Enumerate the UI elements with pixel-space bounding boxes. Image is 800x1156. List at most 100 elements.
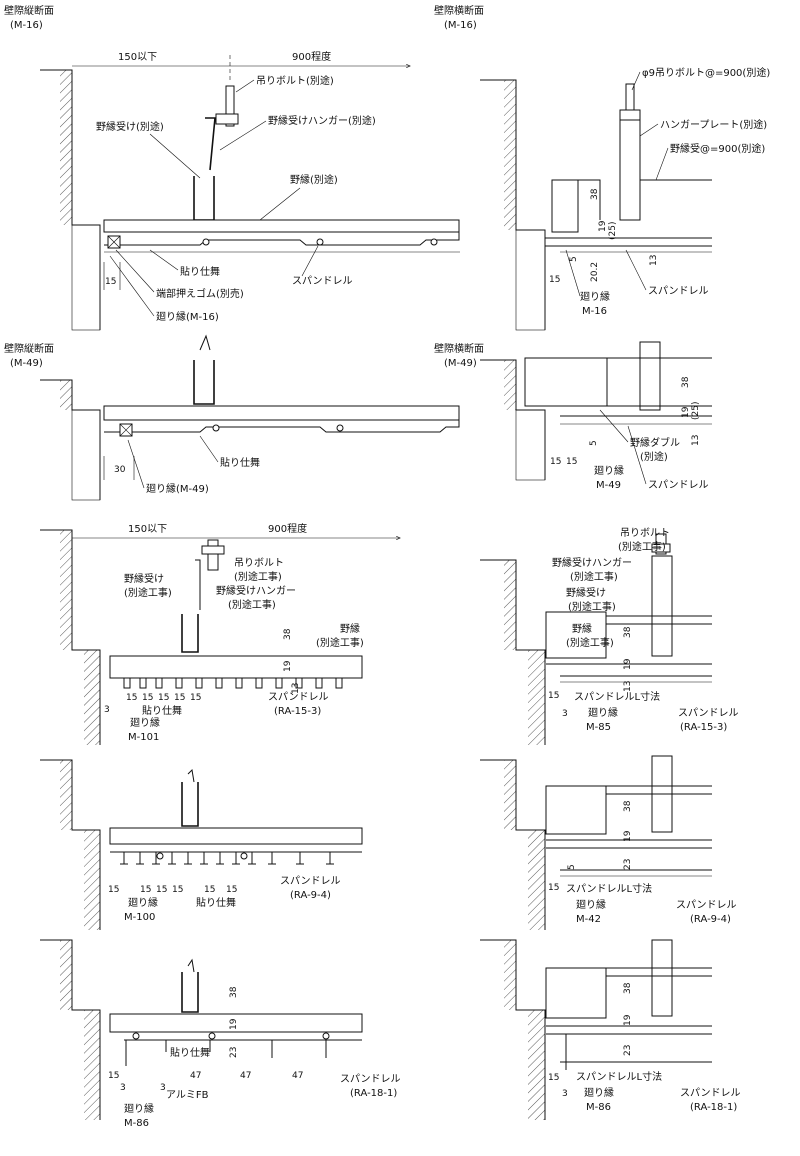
label-finish: 貼り仕舞 (196, 896, 236, 909)
furring-channel (181, 782, 199, 827)
spandrel-profile (104, 232, 460, 246)
dim-25: (25) (608, 222, 618, 240)
label-trim-code: M-86 (586, 1102, 611, 1113)
label-trim-code: M-101 (128, 732, 159, 743)
label-trim-code: M-42 (576, 914, 601, 925)
furring-channel (545, 785, 607, 835)
section-title: 壁際縦断面 (4, 342, 54, 355)
bolt-nut (619, 109, 641, 121)
label-spandrel-code: (RA-9-4) (690, 914, 731, 925)
dim-38: 38 (623, 982, 633, 994)
dim-13: 13 (649, 255, 659, 266)
leader-finish (149, 249, 179, 271)
dim-15: 15 (548, 883, 559, 893)
label-spandrel-code: (RA-15-3) (274, 706, 321, 717)
label-trim: 廻り縁(M-16) (156, 310, 219, 323)
dim-15: 15 (548, 691, 559, 701)
dim-15-3: 15 (156, 885, 167, 895)
label-bolt: 吊りボルト (620, 527, 670, 539)
label-double: 野縁ダブル (630, 436, 680, 449)
dim-15-4: 15 (172, 885, 183, 895)
section-title: 壁際横断面 (434, 342, 484, 355)
dim-20: 20.2 (590, 262, 600, 282)
label-trim: 廻り縁 (594, 464, 624, 477)
spandrel-profile (110, 677, 362, 689)
label-hanger: 野縁受けハンガー(別途) (268, 114, 376, 127)
label-spandrel: スパンドレル (268, 691, 329, 703)
spandrel-legs (125, 1040, 327, 1066)
label-trim: 廻り縁 (588, 706, 618, 719)
wall-hatch (60, 70, 72, 225)
leader-furring (259, 187, 301, 221)
dim-19: 19 (681, 406, 691, 418)
section-code: (M-16) (444, 20, 477, 31)
dim-23: 23 (623, 859, 633, 870)
section-code: (M-49) (10, 358, 43, 369)
label-spandrel-code: (RA-15-3) (680, 722, 727, 733)
dim-15: 15 (549, 275, 560, 285)
label-trim: 廻り縁 (580, 290, 610, 303)
dim-15: 15 (108, 1071, 119, 1081)
label-trim: 廻り縁 (124, 1102, 154, 1115)
label-spandrel: スパンドレル (340, 1073, 401, 1085)
dim-13: 13 (291, 683, 301, 694)
label-rubber: 端部押えゴム(別売) (156, 287, 244, 300)
screw-3 (430, 238, 438, 246)
dim-15-3: 15 (158, 693, 169, 703)
dim-15-1: 15 (126, 693, 137, 703)
label-spandrel: スパンドレル (292, 275, 353, 287)
furring-joist (109, 655, 363, 679)
dim-19: 19 (229, 1018, 239, 1030)
dim-23: 23 (229, 1047, 239, 1058)
screw-1 (202, 238, 210, 246)
label-alu: アルミFB (166, 1090, 209, 1101)
dim-15-2: 15 (142, 693, 153, 703)
label-bolt-note: (別途工事) (234, 570, 282, 583)
dim-15-2: 15 (140, 885, 151, 895)
dim-15-4: 15 (174, 693, 185, 703)
dim-15-5: 15 (204, 885, 215, 895)
label-furring: 野縁 (572, 622, 592, 635)
dim-19: 19 (623, 1014, 633, 1026)
dim-38: 38 (681, 376, 691, 388)
label-spandrel: スパンドレル (678, 707, 739, 719)
label-finish: 貼り仕舞 (170, 1046, 210, 1059)
screw-2 (316, 238, 324, 246)
label-trim-code: M-86 (124, 1118, 149, 1129)
label-double-note: (別途) (640, 450, 668, 463)
label-receiver: 野縁受け (124, 572, 164, 585)
dim-47-3: 47 (292, 1071, 303, 1081)
wall-finish (71, 224, 101, 331)
label-spandrel: スパンドレル (680, 1087, 741, 1099)
leader-trim (109, 255, 155, 317)
furring-joist (103, 219, 460, 233)
dim-13: 13 (623, 681, 633, 692)
label-plate: ハンガープレート(別途) (660, 118, 767, 131)
dim-3: 3 (104, 705, 110, 715)
label-spandrel: スパンドレル (648, 479, 709, 491)
section-9-longitudinal-m86: 38 19 23 貼り仕舞 15 3 3 47 47 47 アルミFB 廻り縁 … (40, 939, 401, 1129)
label-furring-note: (別途工事) (316, 636, 364, 649)
dim-900: 900程度 (292, 50, 331, 63)
dim-19: 19 (623, 830, 633, 842)
section-1-longitudinal-m16: 壁際縦断面 (M-16) 150以下 900程度 吊りボルト(別途) 野縁受け(… (4, 4, 460, 331)
leader-rubber (115, 249, 155, 293)
label-hanger: 野縁受けハンガー (216, 584, 296, 597)
section-4-transverse-m49: 壁際横断面 (M-49) 38 19 (25) 13 5 15 15 野縁ダブル… (434, 341, 712, 491)
dim-15-6: 15 (226, 885, 237, 895)
spandrel-profile (104, 420, 460, 433)
hanging-bolt (207, 539, 219, 571)
label-hanger: 野縁受けハンガー (552, 556, 632, 569)
dim-3: 3 (562, 709, 568, 719)
label-spandrel-code: (RA-18-1) (690, 1102, 737, 1113)
dim-38: 38 (623, 626, 633, 638)
label-trim-code: M-16 (582, 306, 607, 317)
hanger-strap (205, 117, 216, 171)
label-spandrel: スパンドレル (280, 875, 341, 887)
section-8-transverse-m42: 38 19 23 5 15 スパンドレルL寸法 廻り縁 M-42 スパンドレル … (480, 755, 737, 930)
label-trim: 廻り縁 (130, 716, 160, 729)
hanger-plate (639, 341, 661, 411)
dim-3b: 3 (160, 1083, 166, 1093)
double-furring (524, 357, 608, 407)
label-trim-code: M-49 (596, 480, 621, 491)
